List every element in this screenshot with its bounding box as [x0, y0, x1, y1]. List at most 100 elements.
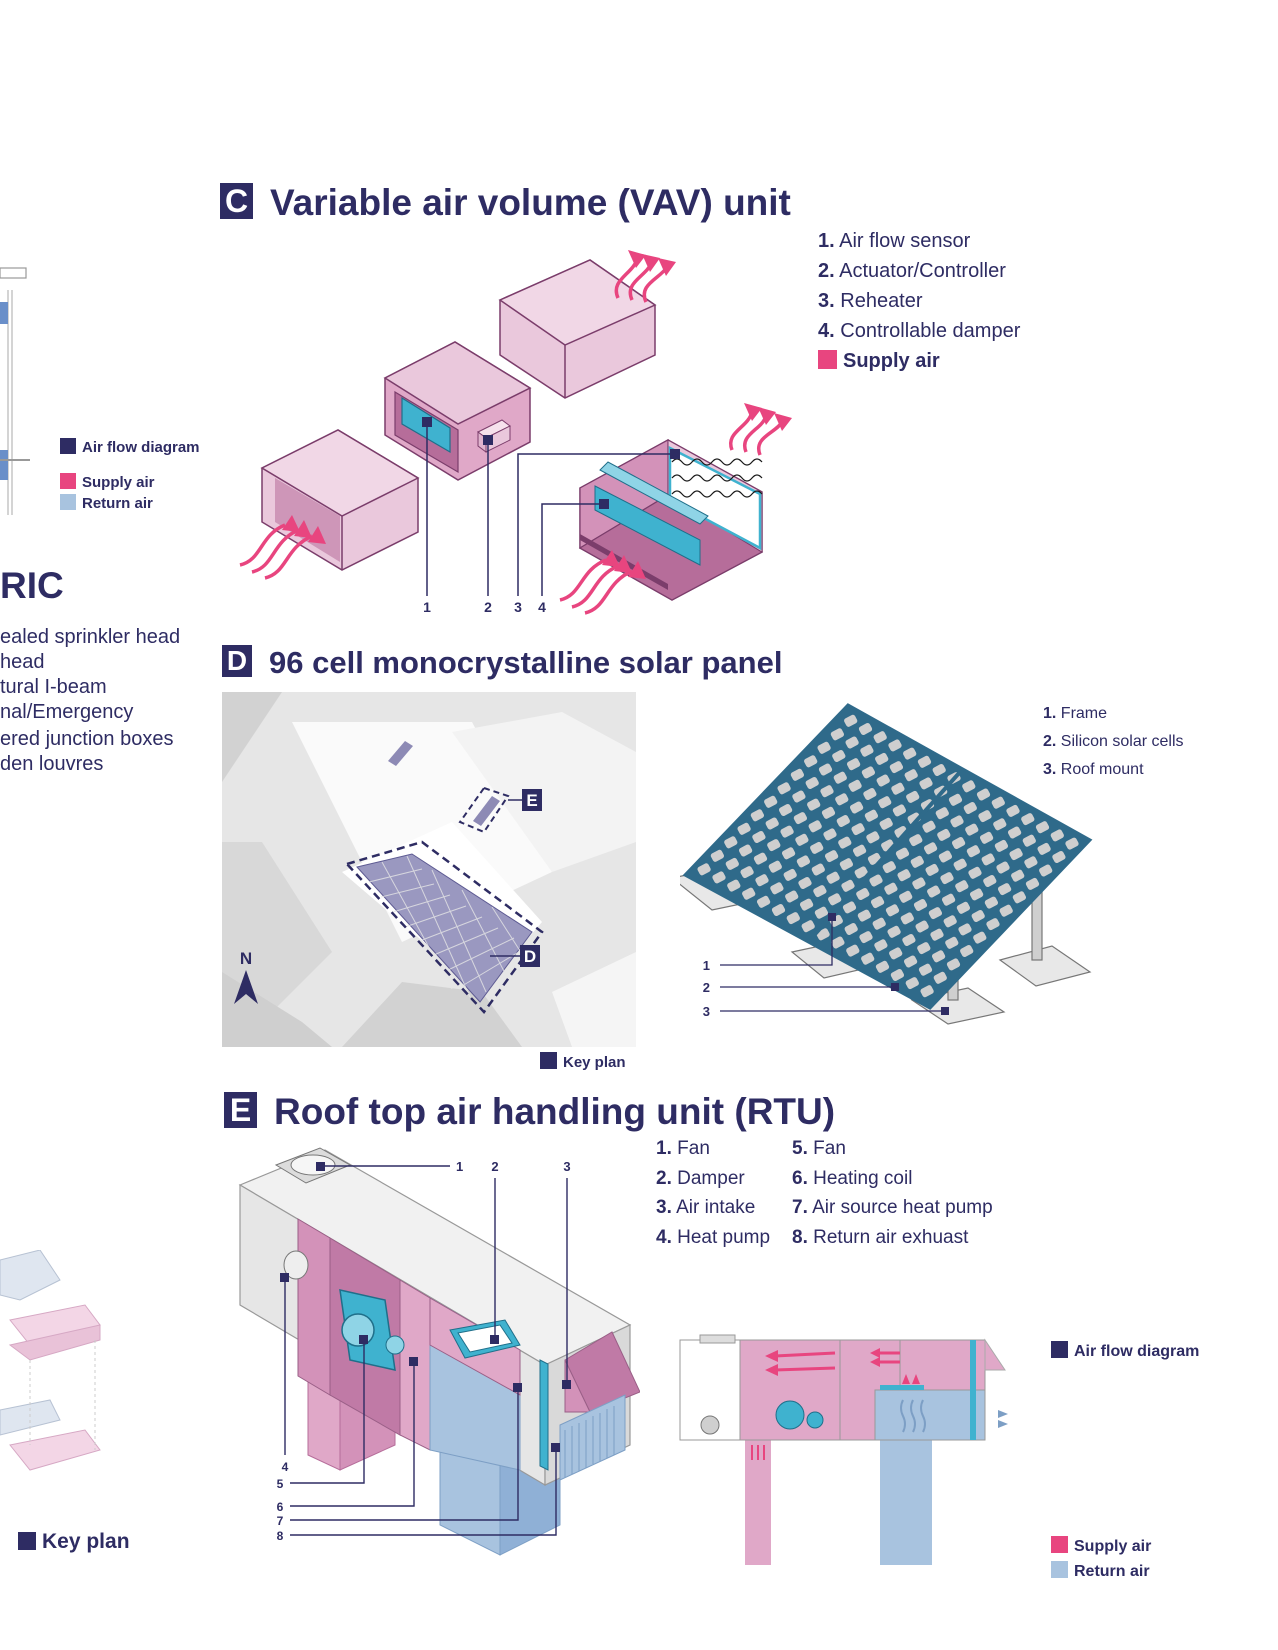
solar-cell	[863, 808, 879, 823]
vav-callout-1: 1	[423, 599, 431, 615]
navy-swatch	[60, 438, 76, 454]
solar-cell	[903, 768, 919, 783]
legend-label: Fan	[813, 1138, 846, 1159]
rtu-isometric-diagram: 1 2 3 4 5 6 7 8	[238, 1147, 640, 1556]
solar-cell	[868, 873, 884, 888]
solar-cell	[824, 849, 840, 863]
solar-cell	[778, 803, 794, 817]
vav-leaders	[426, 422, 675, 596]
rtu-return-label: Return air	[1074, 1563, 1150, 1580]
solar-cell	[944, 935, 960, 950]
left-supply-label: Supply air	[82, 474, 155, 491]
solar-cell	[990, 795, 1006, 810]
rtu-leaders	[284, 1165, 568, 1536]
solar-cell	[1025, 877, 1040, 891]
return-swatch	[1051, 1561, 1068, 1578]
solar-cell	[835, 814, 851, 828]
solar-cell	[871, 916, 887, 931]
left-legend-airflow: Air flow diagram	[60, 438, 200, 456]
section-e-title-text: Roof top air handling unit (RTU)	[274, 1091, 836, 1132]
solar-cell	[724, 857, 740, 871]
rtu-legend-return: Return air	[1051, 1561, 1150, 1581]
solar-cell	[845, 943, 861, 958]
legend-label: Supply air	[843, 350, 940, 372]
solar-cell	[810, 862, 826, 877]
solar-cell	[955, 900, 971, 915]
solar-cell	[870, 895, 886, 909]
solar-cell	[769, 881, 785, 896]
solar-cell	[985, 917, 1001, 931]
solar-cell	[771, 903, 786, 917]
solar-cell	[939, 871, 955, 885]
solar-cell	[926, 884, 942, 899]
rtu-callout-6: 6	[277, 1500, 284, 1514]
navy-swatch	[1051, 1341, 1068, 1358]
solar-cell	[965, 844, 981, 859]
left-list-item: ered junction boxes	[0, 728, 174, 750]
legend-label: Heating coil	[813, 1167, 913, 1189]
solar-cell	[838, 857, 854, 872]
solar-cell	[794, 832, 810, 847]
section-d-letter: D	[222, 645, 252, 677]
solar-cell	[918, 776, 934, 791]
legend-num: 2.	[656, 1167, 672, 1189]
solar-cell	[934, 806, 950, 821]
solar-cell	[749, 808, 765, 823]
legend-num: 4.	[818, 320, 835, 342]
solar-cell	[865, 830, 881, 845]
map-marker-e-box	[522, 789, 542, 811]
solar-cell	[977, 809, 993, 823]
legend-num: 1.	[1043, 705, 1057, 722]
return-swatch	[60, 494, 76, 510]
solar-cell	[726, 878, 742, 893]
solar-cell	[904, 976, 920, 990]
solar-cell	[887, 738, 903, 753]
solar-cell	[927, 906, 943, 920]
solar-cell	[763, 794, 779, 809]
solar-cell	[1011, 890, 1027, 905]
solar-cell	[891, 803, 907, 818]
solar-cell	[957, 922, 973, 937]
legend-num: 6.	[792, 1167, 808, 1189]
legend-label: Air flow sensor	[839, 230, 971, 252]
solar-cell	[969, 887, 985, 902]
supply-swatch	[60, 473, 76, 489]
solar-leaders	[720, 917, 945, 1012]
solar-cell	[797, 876, 813, 890]
solar-cell	[812, 884, 828, 898]
solar-cell	[1036, 842, 1052, 856]
legend-label: Roof mount	[1060, 761, 1144, 778]
solar-cell	[1020, 812, 1036, 826]
solar-cell	[890, 781, 906, 796]
section-d-title-text: 96 cell monocrystalline solar panel	[269, 645, 783, 680]
solar-cell	[816, 740, 832, 755]
solar-cell	[821, 805, 836, 820]
solar-cell	[903, 954, 919, 969]
left-key-plan-label: Key plan	[42, 1530, 130, 1553]
legend-item: 1. Frame	[1043, 700, 1184, 728]
solar-cell	[807, 819, 823, 834]
legend-item: 2. Silicon solar cells	[1043, 728, 1184, 756]
solar-panel-diagram: 1 2 3	[680, 703, 1093, 1025]
left-key-plan-drawing	[0, 1250, 101, 1471]
solar-cell	[1035, 820, 1050, 835]
legend-num: 7.	[792, 1197, 808, 1218]
solar-cell	[795, 854, 811, 869]
legend-num: 5.	[792, 1138, 808, 1159]
solar-cell	[949, 814, 965, 829]
vav-cutaway-box	[578, 438, 764, 601]
solar-cell	[875, 773, 891, 788]
solar-key-plan: Key plan	[540, 1052, 626, 1071]
legend-label: Fan	[677, 1138, 710, 1159]
legend-num: 8.	[792, 1226, 808, 1248]
map-solar-array	[344, 840, 544, 1014]
solar-cell	[781, 846, 797, 861]
solar-cell	[993, 839, 1009, 853]
solar-cell	[899, 911, 915, 926]
solar-cell	[1005, 804, 1021, 818]
solar-cell	[858, 722, 873, 736]
solar-cell	[872, 730, 888, 745]
solar-cell	[822, 827, 838, 842]
solar-cell	[924, 863, 940, 877]
